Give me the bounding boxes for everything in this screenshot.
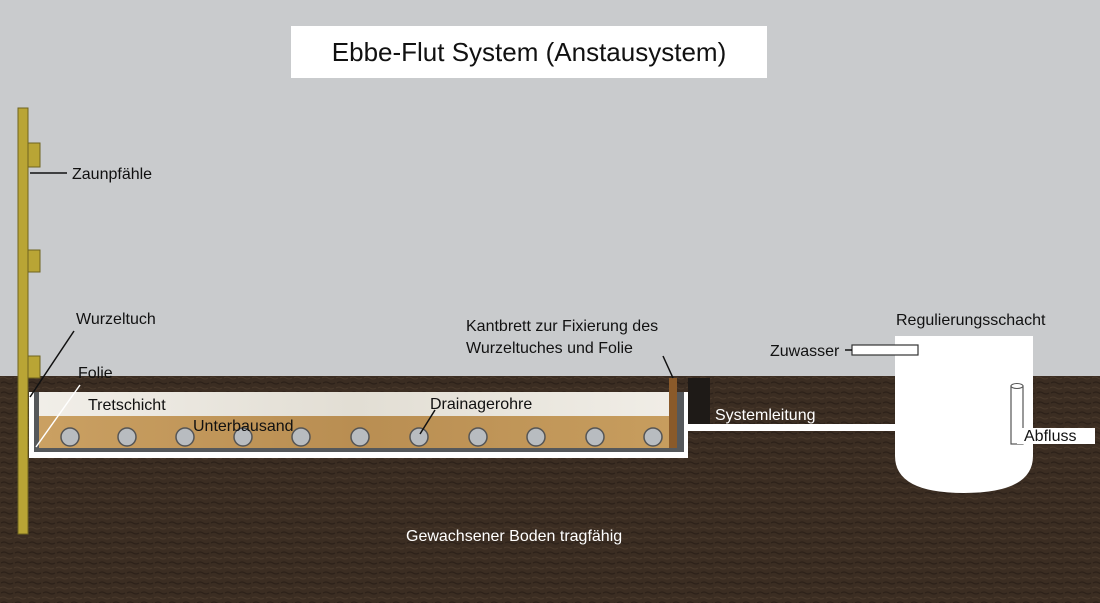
abfluss-pipe [1017, 428, 1095, 444]
label-tretschicht: Tretschicht [88, 397, 166, 414]
drain-pipe [526, 427, 546, 447]
drain-pipe [291, 427, 311, 447]
tretschicht-layer [39, 392, 669, 416]
fence-post [17, 107, 29, 535]
drain-pipes [60, 427, 663, 447]
leader-drainagerohre [419, 409, 436, 435]
drain-pipe [409, 427, 429, 447]
label-drainagerohre: Drainagerohre [430, 396, 532, 413]
connector-block [688, 378, 710, 424]
kantbrett [669, 378, 677, 448]
label-boden: Gewachsener Boden tragfähig [406, 528, 622, 545]
title-box [291, 26, 767, 78]
zuwasser-pipe [851, 344, 919, 356]
label-wurzeltuch: Wurzeltuch [76, 311, 156, 328]
label-kantbrett-2: Wurzeltuches und Folie [466, 340, 633, 357]
leader-folie [35, 384, 81, 448]
drain-pipe [233, 427, 253, 447]
label-regulierungsschacht: Regulierungsschacht [896, 312, 1046, 329]
label-unterbausand: Unterbausand [193, 418, 294, 435]
drain-pipe [585, 427, 605, 447]
leader-wurzeltuch [29, 330, 75, 398]
fence-rail-2 [27, 249, 41, 273]
label-folie: Folie [78, 365, 113, 382]
leader-kantbrett [662, 355, 674, 379]
drain-pipe [60, 427, 80, 447]
drain-pipe [350, 427, 370, 447]
system-pipe [688, 424, 898, 431]
label-abfluss: Abfluss [1024, 428, 1076, 445]
diagram-title: Ebbe-Flut System (Anstausystem) [332, 37, 726, 67]
standpipe-top [1010, 383, 1024, 389]
drain-pipe [175, 427, 195, 447]
regulation-shaft [895, 336, 1033, 493]
fence-rail-3 [27, 355, 41, 379]
label-kantbrett-1: Kantbrett zur Fixierung des [466, 318, 658, 335]
drain-pipe [468, 427, 488, 447]
label-zuwasser: Zuwasser [770, 343, 840, 360]
label-systemleitung: Systemleitung [715, 407, 816, 424]
drain-pipe [643, 427, 663, 447]
drain-pipe [117, 427, 137, 447]
fence-rail-1 [27, 142, 41, 168]
label-zaunpfaehle: Zaunpfähle [72, 166, 152, 183]
